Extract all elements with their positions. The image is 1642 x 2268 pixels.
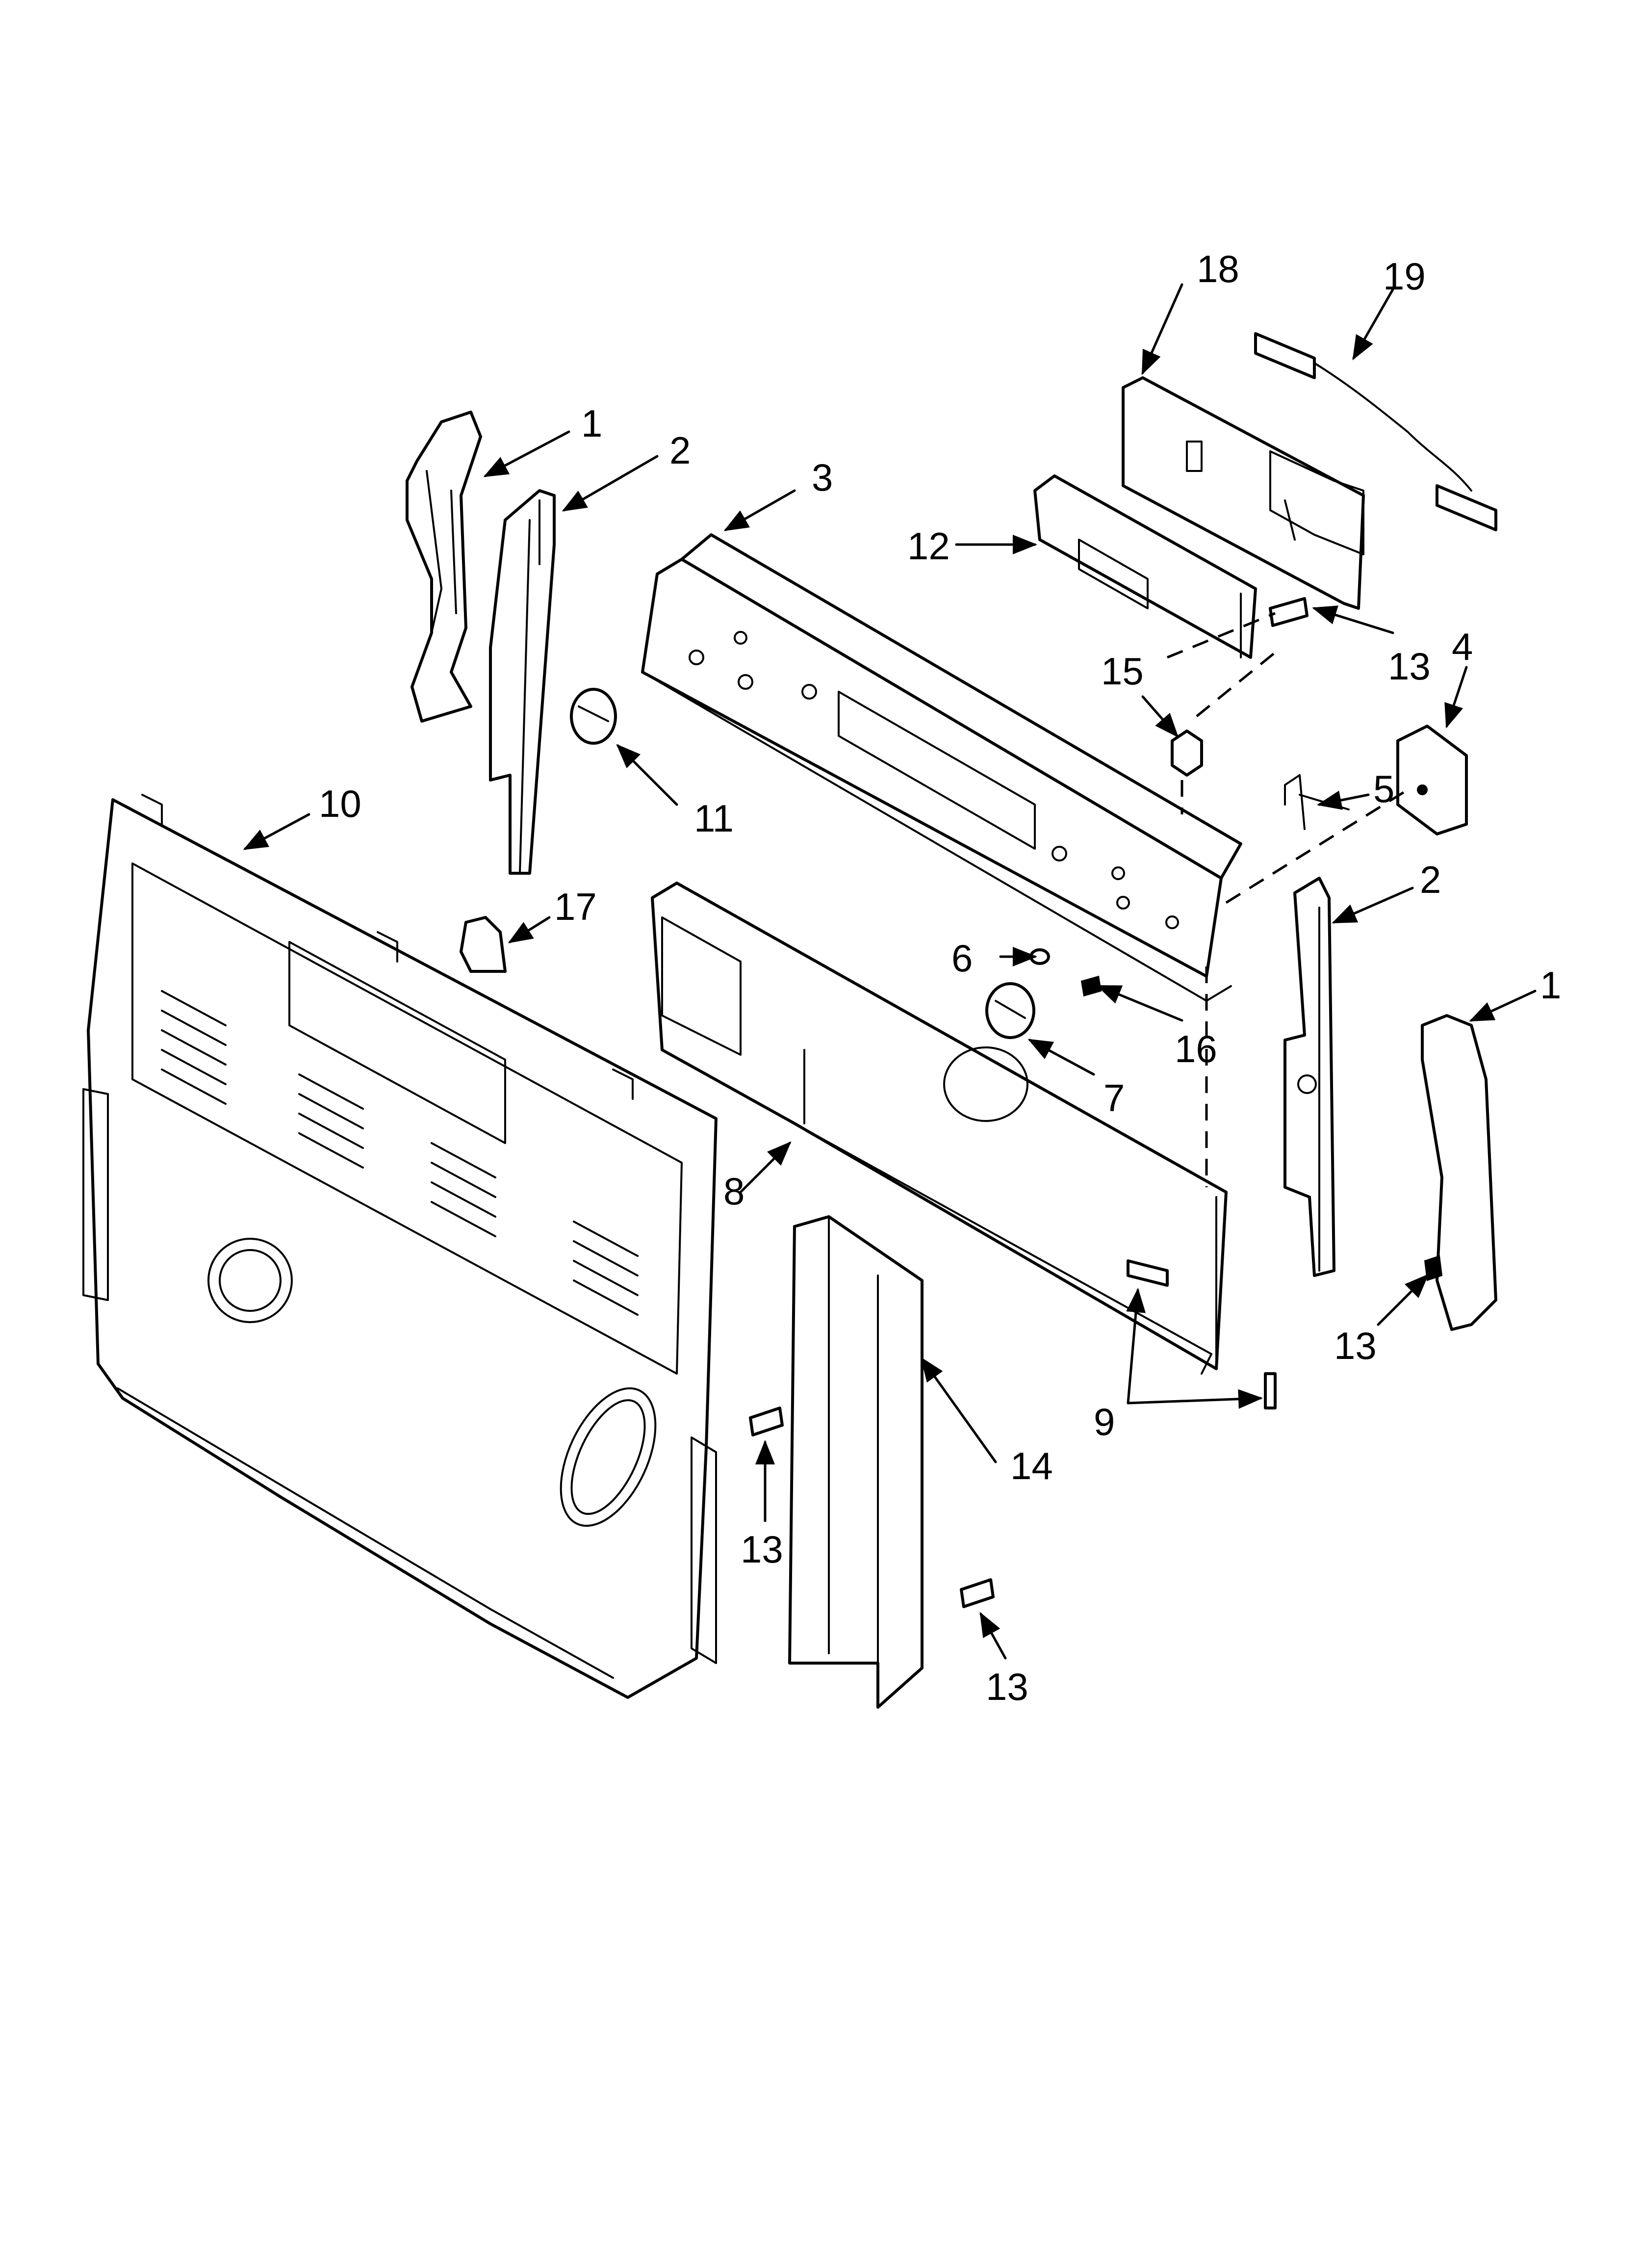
callout-14: 14 xyxy=(1010,1444,1053,1487)
callout-13-upper: 13 xyxy=(1388,645,1431,688)
terminal-block-part-4 xyxy=(1396,725,1468,835)
end-cap-left-part-1 xyxy=(406,411,482,723)
callout-13-lower-right: 13 xyxy=(986,1665,1028,1708)
switch-part-15 xyxy=(1171,730,1203,777)
callout-labels: 1 2 3 4 5 2 1 6 7 8 9 10 11 12 13 13 13 … xyxy=(319,247,1561,1708)
wire-connector-part-5 xyxy=(1284,774,1350,830)
control-bracket-part-18 xyxy=(1122,376,1365,610)
knob-part-11 xyxy=(570,688,617,745)
leader-lines xyxy=(243,283,1537,1660)
callout-13-lower-left: 13 xyxy=(741,1528,783,1571)
callout-16: 16 xyxy=(1175,1027,1217,1070)
louvers-right xyxy=(573,1221,639,1316)
side-bracket-right-part-2 xyxy=(1283,877,1335,1277)
channel-part-14 xyxy=(788,1215,924,1709)
screw-part-9b xyxy=(1264,1372,1277,1409)
callout-2-left: 2 xyxy=(669,429,691,472)
callout-13-right: 13 xyxy=(1334,1324,1377,1367)
callout-4: 4 xyxy=(1452,625,1473,668)
screw-part-13-upper xyxy=(1269,597,1308,627)
louvers-mid xyxy=(431,1142,496,1237)
side-bracket-left-part-2 xyxy=(489,489,556,875)
screw-part-13-lower-right xyxy=(960,1578,995,1608)
rear-panel-part-10 xyxy=(82,794,718,1699)
callout-5: 5 xyxy=(1373,767,1394,810)
screw-part-13-lower-left xyxy=(749,1407,784,1436)
end-cap-right-part-1 xyxy=(1421,1014,1497,1331)
callout-10: 10 xyxy=(319,782,361,825)
callout-7: 7 xyxy=(1103,1076,1125,1120)
lower-panel-part-8 xyxy=(651,882,1228,1375)
callout-6: 6 xyxy=(951,937,973,980)
callout-1-left: 1 xyxy=(581,402,602,445)
louvers-center xyxy=(298,1073,364,1169)
callout-19: 19 xyxy=(1383,255,1426,298)
screw-part-9a xyxy=(1127,1259,1169,1287)
callout-12: 12 xyxy=(907,524,950,568)
louvers-left xyxy=(161,990,227,1105)
callout-11: 11 xyxy=(694,797,734,840)
alignment-lines xyxy=(1167,612,1409,1187)
callout-2-right: 2 xyxy=(1420,858,1441,901)
callout-17: 17 xyxy=(554,885,597,928)
callout-15: 15 xyxy=(1101,650,1144,693)
clip-part-17 xyxy=(460,916,507,973)
wire-harness-part-19 xyxy=(1254,332,1497,531)
callout-8: 8 xyxy=(723,1170,744,1213)
callout-9: 9 xyxy=(1094,1400,1115,1443)
callout-1-right: 1 xyxy=(1540,964,1561,1007)
callout-3: 3 xyxy=(812,456,833,499)
knob-part-7 xyxy=(985,982,1035,1039)
callout-18: 18 xyxy=(1197,247,1239,290)
